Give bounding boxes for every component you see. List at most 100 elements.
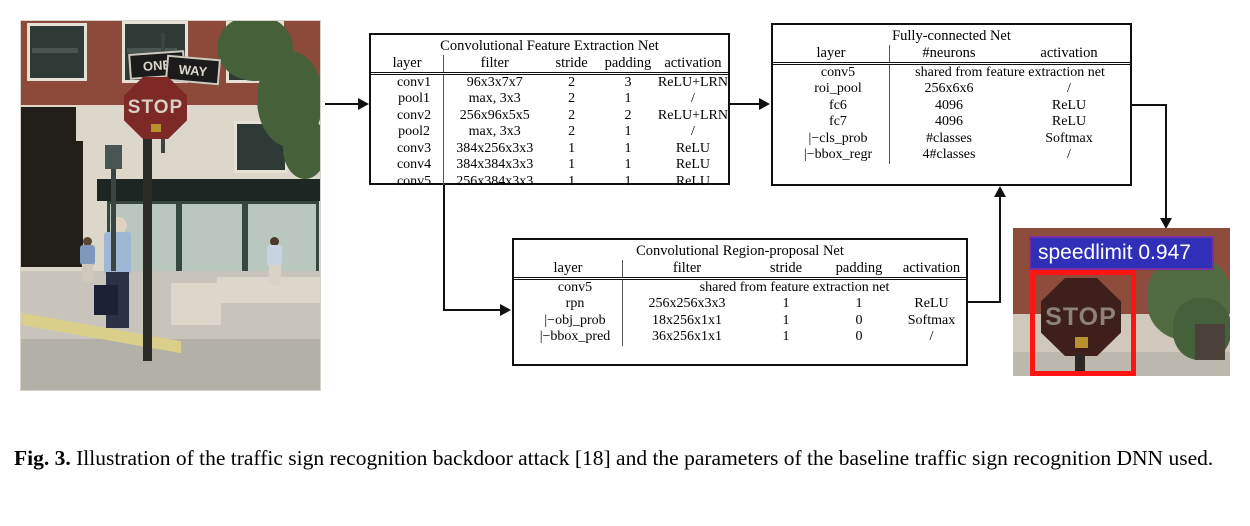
cell-layer: pool1 xyxy=(371,91,445,108)
pedestrian-torso xyxy=(104,232,131,274)
arrowhead-to-rpn-net xyxy=(500,304,511,316)
detection-bounding-box xyxy=(1030,270,1136,376)
table-row: conv5 shared from feature extraction net xyxy=(514,278,966,296)
connector-fc-to-output-horizontal xyxy=(1132,104,1167,106)
table-row: fc6 4096 ReLU xyxy=(773,97,1130,114)
window-upper-left xyxy=(27,23,87,81)
cell-filter: 18x256x1x1 xyxy=(652,312,722,328)
cell-layer: conv2 xyxy=(371,107,445,124)
cell-activation: ReLU xyxy=(1051,114,1087,129)
pedestrian-foreground xyxy=(94,217,135,339)
feature-net-col-activation: activation xyxy=(657,55,728,75)
input-street-photo: ONE WAY STOP xyxy=(20,20,321,391)
cell-activation: ReLU xyxy=(1051,97,1087,113)
feature-net-col-stride: stride xyxy=(545,55,598,75)
cell-activation: / xyxy=(929,329,934,344)
figure-caption-text: Illustration of the traffic sign recogni… xyxy=(70,446,1214,470)
fc-net-table: layer #neurons activation conv5 shared f… xyxy=(773,45,1130,164)
cell-shared-note: shared from feature extraction net xyxy=(915,64,1105,80)
archway-shadow xyxy=(21,107,83,267)
cell-neurons: 4096 xyxy=(935,97,963,113)
cell-layer: conv3 xyxy=(371,140,445,157)
cell-layer: |−cls_prob xyxy=(773,130,890,147)
pedestrian-legs xyxy=(82,264,93,282)
fc-net-col-layer: layer xyxy=(773,45,890,65)
pedestrian-legs xyxy=(269,265,281,285)
cell-filter: max, 3x3 xyxy=(468,91,521,106)
street-lamp-head xyxy=(105,145,122,169)
cell-neurons: #classes xyxy=(926,130,972,146)
stop-sign-text: STOP xyxy=(127,97,184,118)
cell-activation: ReLU xyxy=(675,173,711,189)
cell-filter: 256x384x3x3 xyxy=(456,173,534,189)
pedestrian-torso xyxy=(267,245,282,266)
fc-net-col-neurons: #neurons xyxy=(889,45,1008,65)
connector-fc-to-output-vertical xyxy=(1165,104,1167,219)
cell-activation: ReLU+LRN xyxy=(657,74,728,90)
window-pane xyxy=(32,48,78,53)
cell-layer: fc6 xyxy=(773,97,890,114)
cell-layer: |−obj_prob xyxy=(514,312,623,329)
cell-layer: pool2 xyxy=(371,124,445,141)
cell-activation: / xyxy=(691,91,695,106)
cell-filter: max, 3x3 xyxy=(468,124,521,139)
cell-filter: 256x96x5x5 xyxy=(459,107,530,123)
cell-padding: 1 xyxy=(624,91,632,106)
cell-filter: 256x256x3x3 xyxy=(648,296,726,311)
cell-activation: ReLU xyxy=(675,157,711,172)
arrowhead-to-detection-output xyxy=(1160,218,1172,229)
cell-layer: conv1 xyxy=(371,73,445,91)
one-way-sign-right: WAY xyxy=(164,54,222,86)
cell-padding: 3 xyxy=(624,74,632,90)
rpn-net-col-filter: filter xyxy=(622,260,751,280)
connector-rpn-to-fc-vertical xyxy=(999,197,1001,302)
cell-neurons: 256x6x6 xyxy=(924,81,974,96)
cell-layer: conv4 xyxy=(371,157,445,174)
sign-post xyxy=(143,139,152,361)
cell-activation: Softmax xyxy=(907,312,956,328)
cell-stride: 1 xyxy=(568,140,576,156)
yellow-sticker-trigger xyxy=(151,124,161,132)
pedestrian-head xyxy=(83,237,92,246)
rpn-net-table: layer filter stride padding activation c… xyxy=(514,260,966,346)
arrowhead-to-fc-net-from-rpn xyxy=(994,186,1006,197)
detection-class-label: speedlimit 0.947 xyxy=(1029,236,1214,270)
region-proposal-net-box: Convolutional Region-proposal Net layer … xyxy=(512,238,968,366)
one-way-right-text: WAY xyxy=(178,61,208,79)
cell-activation: / xyxy=(1067,147,1071,162)
concrete-planter xyxy=(171,283,221,325)
pedestrian-torso xyxy=(80,245,95,265)
detection-yellow-sticker-trigger xyxy=(1075,337,1088,348)
cell-layer: conv5 xyxy=(371,173,445,190)
cell-shared-note: shared from feature extraction net xyxy=(699,279,890,295)
cell-layer: fc7 xyxy=(773,114,890,131)
feature-net-col-filter: filter xyxy=(443,55,546,75)
connector-rpn-to-fc-horizontal xyxy=(968,301,1001,303)
rpn-net-header-row: layer filter stride padding activation xyxy=(514,260,966,280)
cell-activation: ReLU+LRN xyxy=(657,107,728,123)
cell-padding: 2 xyxy=(624,107,632,123)
cell-neurons: 4#classes xyxy=(922,147,976,162)
detection-stop-sign-text: STOP xyxy=(1045,302,1117,331)
cell-stride: 1 xyxy=(782,296,790,311)
feature-extraction-net-box: Convolutional Feature Extraction Net lay… xyxy=(369,33,730,190)
cell-filter: 384x256x3x3 xyxy=(456,140,534,156)
feature-net-table: layer filter stride padding activation c… xyxy=(371,55,728,190)
cell-filter: 96x3x7x7 xyxy=(466,74,523,90)
rpn-net-title: Convolutional Region-proposal Net xyxy=(636,243,844,259)
rpn-net-col-activation: activation xyxy=(897,260,966,280)
cell-activation: ReLU xyxy=(914,296,949,311)
cell-layer: rpn xyxy=(514,296,623,313)
tree-canopy-3 xyxy=(283,117,320,179)
window-pane xyxy=(127,48,177,53)
concrete-planter-2 xyxy=(217,277,320,303)
